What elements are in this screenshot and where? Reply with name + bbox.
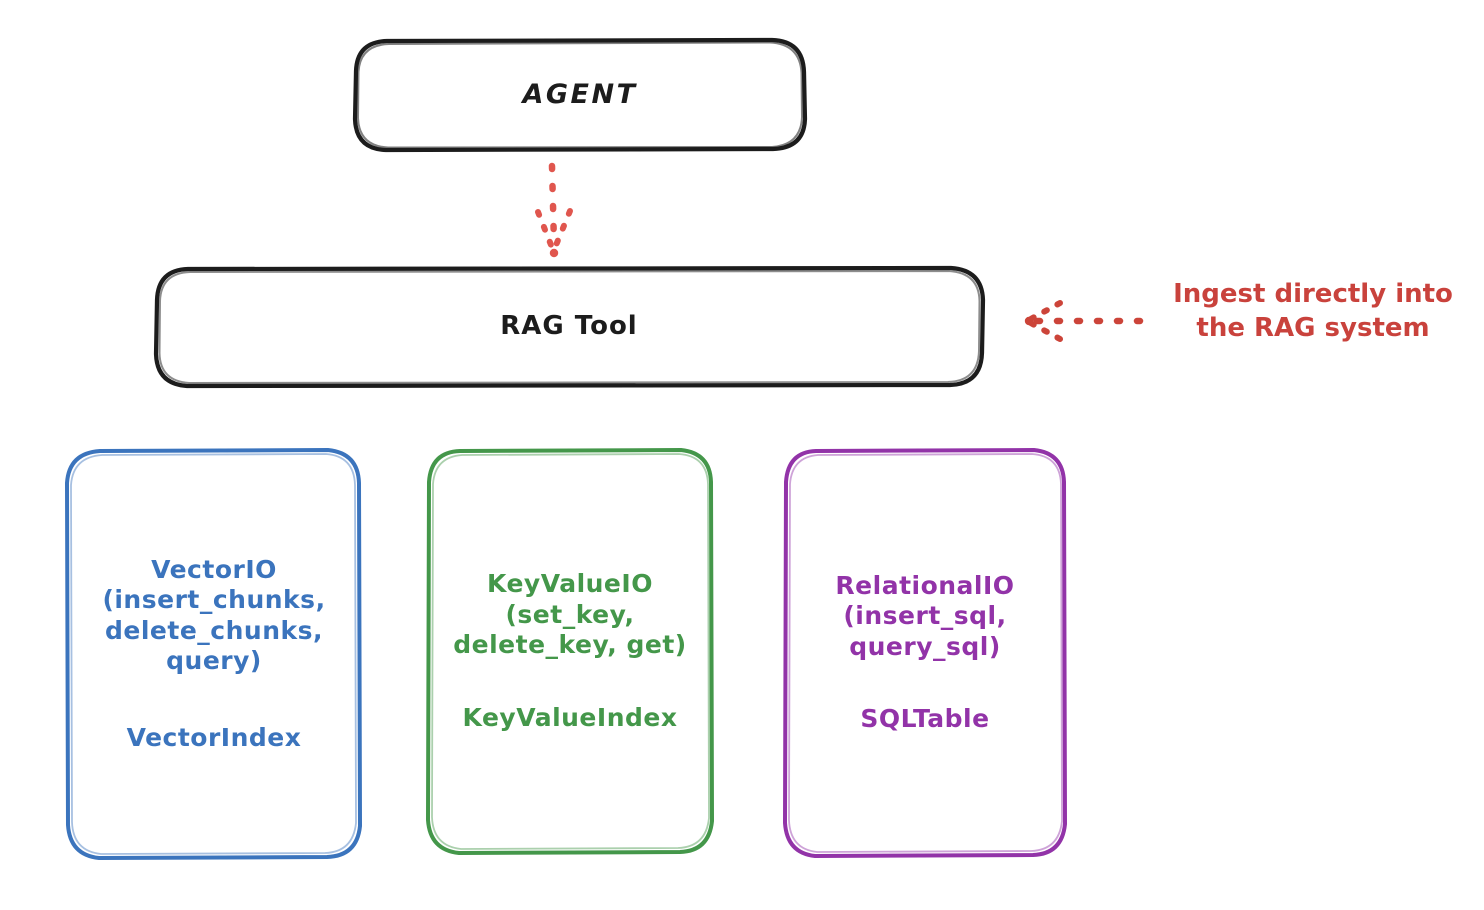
annotation-to-rag-tool-arrow [1024, 300, 1144, 342]
relational-io-box[interactable] [783, 448, 1067, 858]
relational-io-node-label[interactable]: RelationalIO (insert_sql, query_sql) SQL… [785, 450, 1065, 855]
agent-box[interactable] [352, 37, 808, 153]
key-value-io-node-label[interactable]: KeyValueIO (set_key, delete_key, get) Ke… [428, 450, 712, 852]
vector-io-node-label[interactable]: VectorIO (insert_chunks, delete_chunks, … [68, 450, 360, 858]
rag-tool-node-label[interactable]: RAG Tool [500, 311, 638, 342]
ingest-annotation-label: Ingest directly into the RAG system [1173, 279, 1453, 343]
vector-io-api-text: VectorIO (insert_chunks, delete_chunks, … [102, 554, 326, 676]
agent-to-rag-tool-arrow [535, 162, 573, 258]
agent-node-label[interactable]: AGENT [522, 78, 638, 110]
key-value-index-text: KeyValueIndex [462, 702, 678, 732]
key-value-io-box[interactable] [426, 448, 714, 855]
vector-index-text: VectorIndex [126, 722, 302, 752]
vector-io-box[interactable] [65, 448, 362, 860]
relational-io-api-text: RelationalIO (insert_sql, query_sql) [835, 570, 1015, 661]
sql-table-text: SQLTable [860, 704, 990, 733]
key-value-io-api-text: KeyValueIO (set_key, delete_key, get) [453, 569, 687, 659]
rag-tool-box[interactable] [153, 265, 986, 389]
